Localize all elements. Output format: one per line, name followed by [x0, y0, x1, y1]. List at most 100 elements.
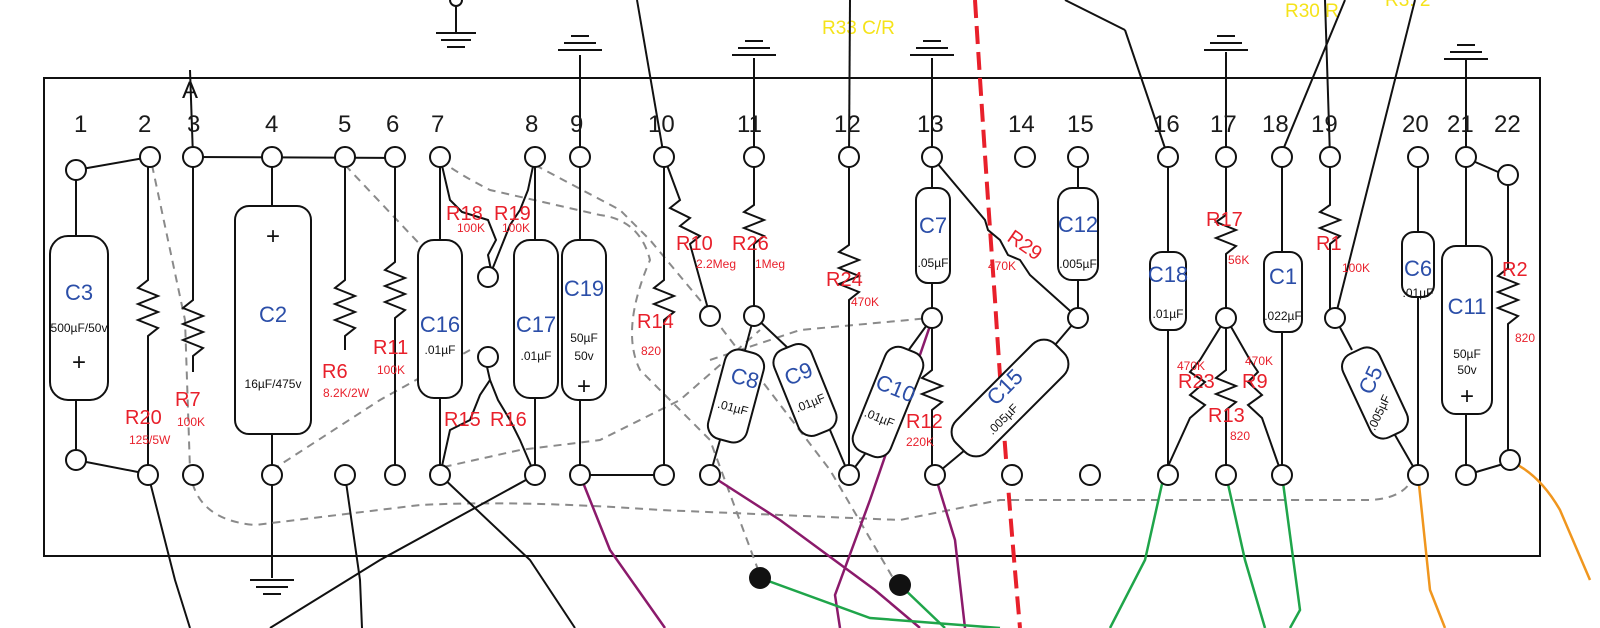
r24-value: 470K	[851, 295, 879, 309]
terminal-number: 13	[917, 111, 944, 138]
terminal-number: 6	[386, 111, 399, 138]
r9-value: 470K	[1245, 354, 1273, 368]
turret	[1067, 307, 1089, 329]
turret	[1215, 146, 1237, 168]
terminal-number: 11	[737, 111, 762, 138]
junction-dot	[889, 574, 911, 596]
c10-body	[851, 345, 925, 459]
r26-name: R26	[732, 233, 769, 255]
r26-value: 1Meg	[755, 257, 785, 271]
r1-value: 100K	[1342, 261, 1370, 275]
turret	[1079, 464, 1101, 486]
ground-symbols	[250, 0, 1488, 595]
ground-c19-icon	[558, 35, 602, 157]
r29-body	[931, 156, 1079, 319]
r7-body	[180, 157, 206, 372]
r15-body	[439, 357, 492, 476]
r14-body	[651, 157, 677, 475]
ground-13-icon	[910, 40, 954, 157]
turret	[334, 464, 356, 486]
turret	[1407, 464, 1429, 486]
turret	[1455, 464, 1477, 486]
ground-11-icon	[732, 40, 776, 157]
terminal-number: 3	[187, 111, 200, 138]
turret	[1215, 464, 1237, 486]
c2-body	[234, 205, 312, 435]
r12-value: 220K	[906, 435, 934, 449]
turret	[1067, 146, 1089, 168]
terminal-numbers: 1 2 3 4 5 6 7 8 9 10 11 12 13 14 15 16 1…	[74, 111, 1521, 138]
r15-name: R15	[444, 409, 481, 431]
c1-name: C1	[1269, 264, 1297, 289]
r12-body	[919, 318, 945, 475]
turret	[137, 464, 159, 486]
c17-body	[513, 239, 559, 399]
orange-wires	[1416, 460, 1592, 628]
c12-body	[1057, 187, 1099, 281]
resistor-bodies	[135, 156, 1521, 476]
turret	[1157, 146, 1179, 168]
r19-name: R19	[494, 203, 531, 225]
green-wires	[759, 474, 1302, 628]
turret	[653, 146, 675, 168]
terminal-number: 19	[1311, 111, 1338, 138]
c6-value: .01µF	[1403, 286, 1434, 300]
turret	[524, 146, 546, 168]
r33-label: R33 C/R	[822, 18, 895, 39]
r24-body	[836, 157, 862, 475]
terminal-number: 9	[570, 111, 583, 138]
turret	[477, 266, 499, 288]
r11-body	[382, 157, 408, 475]
terminal-number: 8	[525, 111, 538, 138]
turret	[743, 305, 765, 327]
r9-body	[1225, 317, 1283, 476]
c18-value: .01µF	[1153, 307, 1184, 321]
c19-body	[561, 239, 607, 401]
r3x-label: R3. 2	[1385, 0, 1430, 11]
c2-name: C2	[259, 302, 287, 327]
r10-value: 2.2Meg	[696, 257, 736, 271]
r24-name: R24	[826, 269, 863, 291]
r29-value: 470K	[988, 259, 1016, 273]
r17-body	[1213, 157, 1239, 318]
r17-value: 56K	[1228, 253, 1249, 267]
terminal-number: 20	[1402, 111, 1429, 138]
r10-body	[663, 156, 711, 317]
r17-name: R17	[1206, 209, 1243, 231]
ground-17-icon	[1204, 35, 1248, 157]
turret	[1215, 307, 1237, 329]
r1-body	[1317, 157, 1343, 318]
c9-body	[772, 343, 838, 437]
turret	[1497, 164, 1519, 186]
turret	[1407, 146, 1429, 168]
c3-value: 500µF/50v	[51, 321, 108, 335]
r6-body	[332, 157, 358, 350]
r30-label: R30 R	[1285, 1, 1339, 22]
c15-body	[950, 338, 1070, 458]
terminal-number: 12	[834, 111, 861, 138]
terminals	[65, 146, 1521, 486]
r19-body	[491, 156, 536, 271]
r7-value: 100K	[177, 415, 205, 429]
turret	[1271, 146, 1293, 168]
c16-value: .01µF	[425, 343, 456, 357]
terminal-number: 10	[648, 111, 675, 138]
turret	[1157, 464, 1179, 486]
turret	[65, 159, 87, 181]
turret	[1319, 146, 1341, 168]
c12-value: .005µF	[1059, 257, 1097, 271]
r23-body	[1163, 317, 1227, 476]
terminal-number: 15	[1067, 111, 1094, 138]
r18-value: 100K	[457, 221, 485, 235]
c19-value: 50µF	[570, 331, 598, 345]
c11-name: C11	[1448, 294, 1487, 319]
c16-name: C16	[420, 312, 460, 337]
turret	[1001, 464, 1023, 486]
c8-body	[706, 348, 766, 444]
terminal-number: 4	[265, 111, 278, 138]
r11-name: R11	[373, 337, 408, 359]
r7-name: R7	[175, 389, 201, 411]
board-outline	[43, 77, 1541, 557]
ground-bottom-icon	[250, 475, 294, 595]
